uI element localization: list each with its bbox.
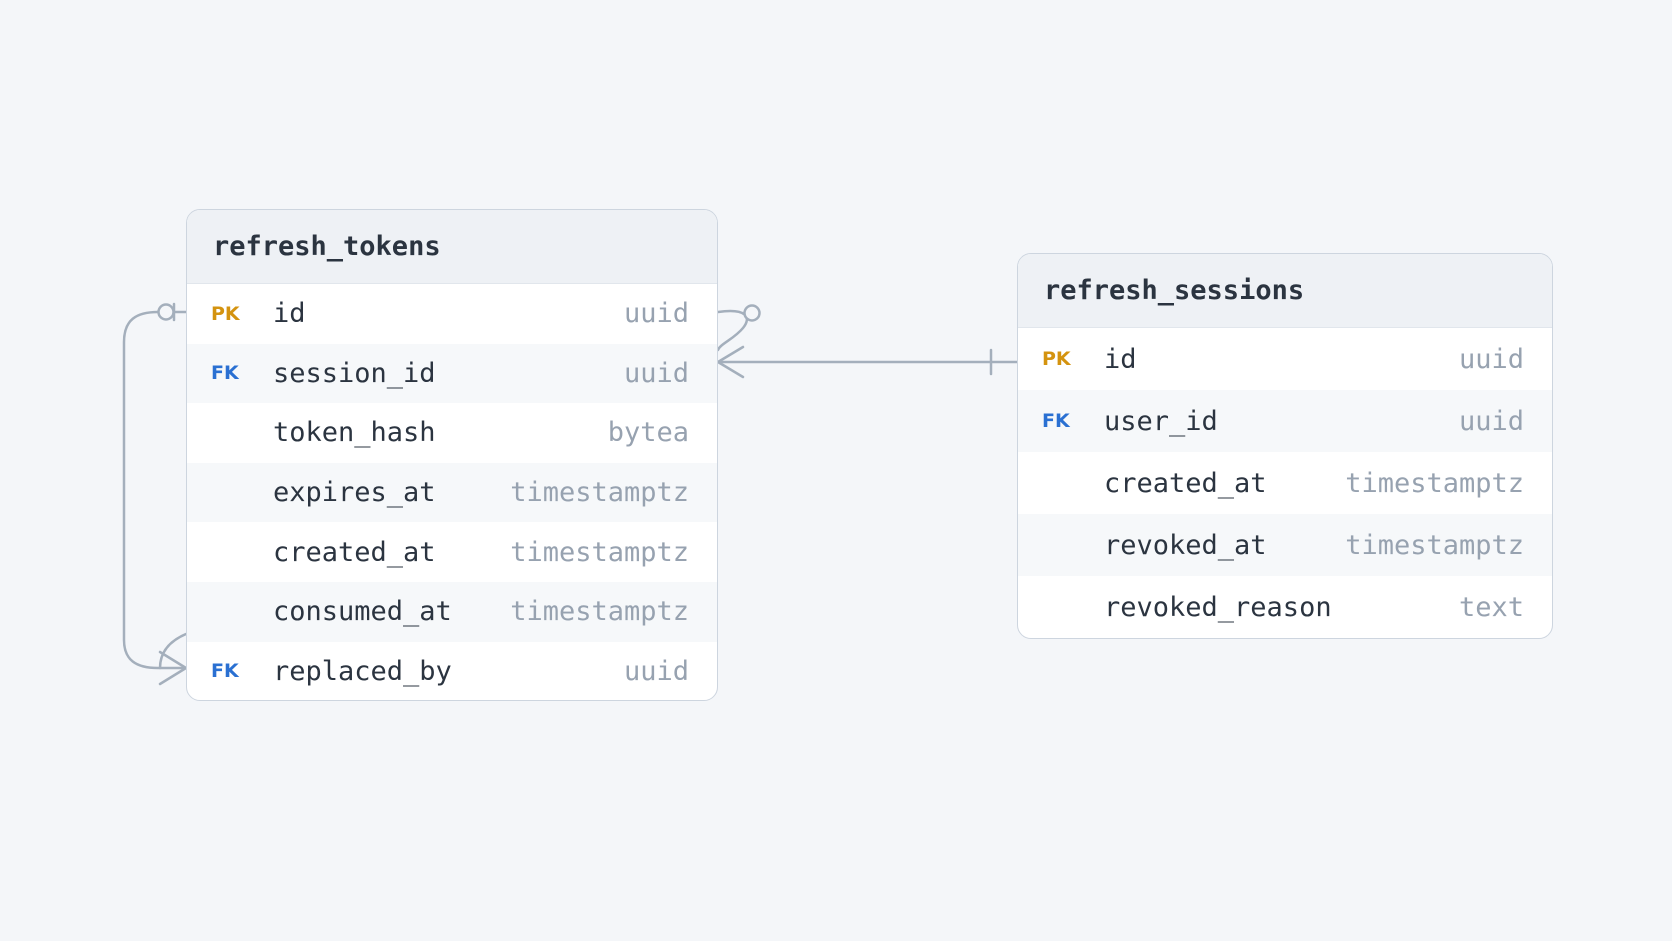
column-type: uuid	[1458, 405, 1524, 437]
column-type: bytea	[607, 417, 689, 449]
primary-key-badge: PK	[1042, 348, 1071, 370]
table-title: refresh_tokens	[187, 210, 717, 284]
foreign-key-badge: FK	[1042, 410, 1070, 432]
column-name: revoked_at	[1104, 529, 1267, 561]
column-name: consumed_at	[273, 596, 452, 628]
column-type: uuid	[623, 298, 689, 330]
foreign-key-badge: FK	[211, 362, 239, 385]
column-name: id	[273, 298, 306, 330]
table-refresh-tokens[interactable]: refresh_tokens PK id uuid FK session_id …	[186, 209, 718, 701]
table-row[interactable]: PK id uuid	[1018, 328, 1552, 390]
table-title: refresh_sessions	[1018, 254, 1552, 328]
column-name: created_at	[1104, 467, 1267, 499]
primary-key-badge: PK	[211, 302, 240, 325]
column-type: timestamptz	[1345, 467, 1524, 499]
table-row[interactable]: FK user_id uuid	[1018, 390, 1552, 452]
table-row[interactable]: FK session_id uuid	[187, 343, 717, 404]
table-row[interactable]: FK replaced_by uuid	[187, 642, 717, 700]
table-row[interactable]: expires_at timestamptz	[187, 462, 717, 523]
foreign-key-badge: FK	[211, 660, 239, 683]
table-row[interactable]: revoked_reason text	[1018, 576, 1552, 638]
column-type: uuid	[623, 357, 689, 389]
table-refresh-sessions[interactable]: refresh_sessions PK id uuid FK user_id u…	[1017, 253, 1553, 639]
column-name: id	[1104, 343, 1137, 375]
column-name: revoked_reason	[1104, 591, 1332, 623]
table-row[interactable]: PK id uuid	[187, 284, 717, 344]
column-name: session_id	[273, 357, 436, 389]
column-type: timestamptz	[510, 596, 689, 628]
column-type: timestamptz	[1345, 529, 1524, 561]
column-name: token_hash	[273, 417, 436, 449]
column-type: text	[1458, 591, 1524, 623]
relationship-replaced-by-to-tokens-id	[122, 302, 188, 686]
column-type: timestamptz	[510, 477, 689, 509]
column-name: expires_at	[273, 477, 436, 509]
column-type: timestamptz	[510, 536, 689, 568]
column-name: replaced_by	[273, 655, 452, 687]
table-row[interactable]: consumed_at timestamptz	[187, 581, 717, 642]
relationship-session-id-to-sessions-id	[716, 304, 1019, 379]
table-row[interactable]: created_at timestamptz	[1018, 452, 1552, 514]
column-name: user_id	[1104, 405, 1218, 437]
column-type: uuid	[1458, 343, 1524, 375]
table-row[interactable]: token_hash bytea	[187, 403, 717, 463]
table-row[interactable]: revoked_at timestamptz	[1018, 514, 1552, 576]
column-name: created_at	[273, 536, 436, 568]
table-row[interactable]: created_at timestamptz	[187, 522, 717, 582]
column-type: uuid	[623, 655, 689, 687]
